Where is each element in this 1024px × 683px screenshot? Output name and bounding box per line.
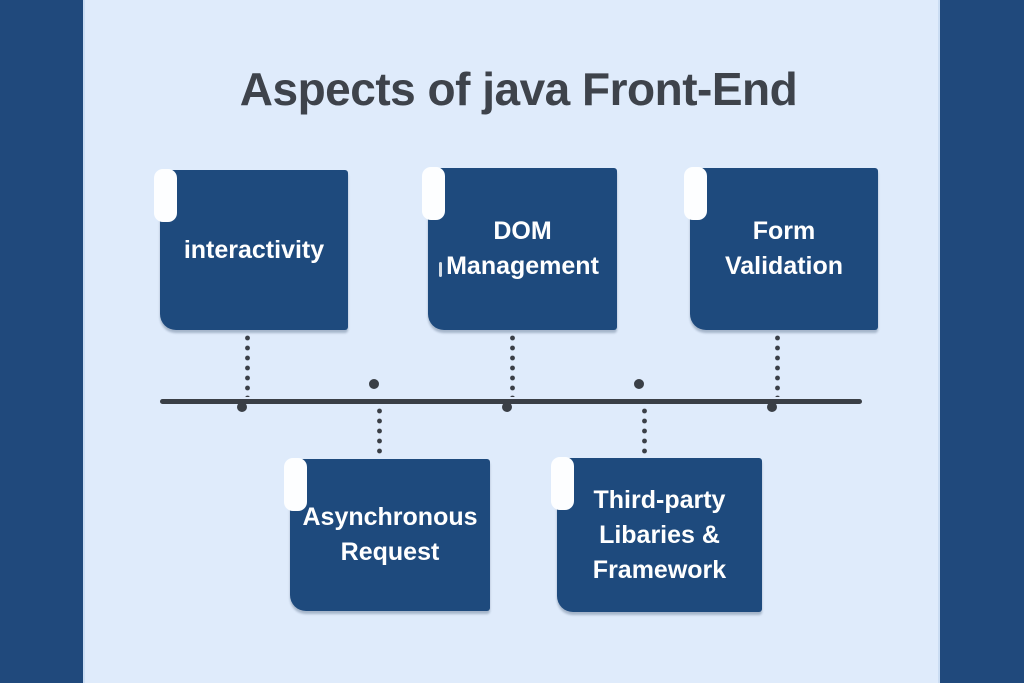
dotted-connector [642,406,647,458]
dotted-connector [245,333,250,397]
right-border-bar [938,0,1024,683]
card-third-party-libraries: Third-party Libaries & Framework [551,457,762,612]
card-asynchronous-request: Asynchronous Request [284,458,490,611]
timeline-node [237,402,247,412]
dotted-connector [510,333,515,397]
dotted-connector [377,406,382,458]
page-curl-icon [551,457,574,510]
left-border-bar [0,0,85,683]
page-curl-icon [684,167,707,220]
card-label: interactivity [183,235,325,264]
timeline-node [634,379,644,389]
cursor-artifact [439,262,442,277]
timeline-node [767,402,777,412]
card-dom-management: DOM Management [422,167,617,330]
card-label: DOM Management [446,217,599,280]
dotted-connector [775,333,780,397]
card-label: Third-party Libaries & Framework [592,485,727,584]
page-curl-icon [154,169,177,222]
page-curl-icon [284,458,307,511]
timeline-node [369,379,379,389]
page-curl-icon [422,167,445,220]
card-label: Asynchronous Request [302,503,478,566]
card-label: Form Validation [724,217,844,280]
card-interactivity: interactivity [154,169,348,330]
card-form-validation: Form Validation [684,167,878,330]
timeline-node [502,402,512,412]
page-title: Aspects of java Front-End [239,63,798,115]
timeline-line [160,399,862,404]
